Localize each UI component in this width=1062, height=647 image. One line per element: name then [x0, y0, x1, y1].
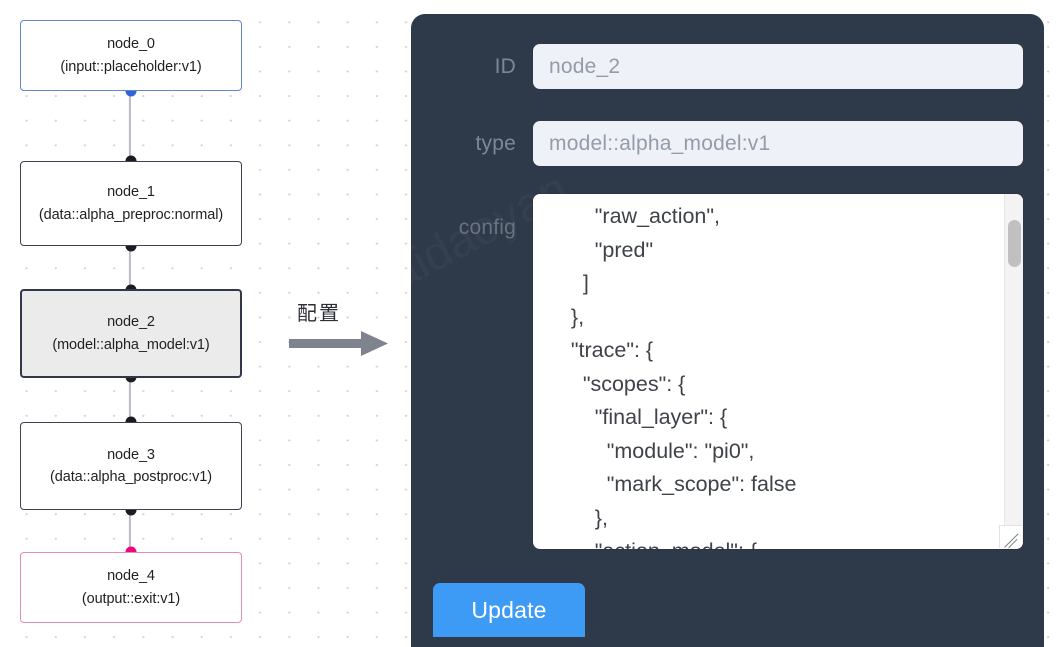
annotation-label: 配置	[297, 301, 341, 325]
arrow-right-icon	[289, 331, 388, 356]
port-node3-output[interactable]	[125, 504, 137, 516]
config-textarea-wrapper: "raw_action", "pred" ] }, "trace": { "sc…	[533, 194, 1023, 549]
node-title: node_1	[107, 184, 155, 201]
port-node0-output[interactable]	[125, 85, 137, 97]
graph-node-node_4[interactable]: node_4 (output::exit:v1)	[20, 552, 242, 623]
field-row-type: type	[411, 121, 1044, 166]
edge-node1-node2	[128, 245, 132, 290]
node-title: node_2	[107, 314, 155, 331]
edge-node0-node1	[128, 90, 132, 162]
graph-node-node_1[interactable]: node_1 (data::alpha_preproc:normal)	[20, 161, 242, 246]
node-config-panel: aidaoyan aidaoyan ID type config "raw_ac…	[411, 14, 1044, 647]
node-subtitle: (data::alpha_preproc:normal)	[38, 206, 224, 223]
config-field-label: config	[458, 216, 516, 239]
edge-node2-node3	[128, 377, 132, 423]
node-title: node_3	[107, 446, 155, 463]
node-title: node_0	[107, 36, 155, 53]
config-scrollbar-thumb[interactable]	[1008, 220, 1021, 267]
annotation-arrow-group: 配置	[289, 297, 393, 359]
config-scrollbar-track[interactable]	[1004, 194, 1023, 549]
textarea-resize-handle[interactable]	[999, 525, 1022, 548]
graph-node-node_0[interactable]: node_0 (input::placeholder:v1)	[20, 20, 242, 91]
type-field-label: type	[475, 131, 516, 155]
graph-node-node_3[interactable]: node_3 (data::alpha_postproc:v1)	[20, 422, 242, 510]
id-input[interactable]	[533, 44, 1023, 89]
node-title: node_4	[107, 568, 155, 585]
id-field-label: ID	[494, 54, 516, 78]
graph-node-node_2[interactable]: node_2 (model::alpha_model:v1)	[20, 289, 242, 378]
type-input[interactable]	[533, 121, 1023, 166]
config-textarea[interactable]: "raw_action", "pred" ] }, "trace": { "sc…	[533, 194, 1023, 549]
node-subtitle: (input::placeholder:v1)	[60, 58, 202, 75]
node-subtitle: (data::alpha_postproc:v1)	[50, 469, 212, 485]
port-node1-output[interactable]	[125, 240, 137, 252]
node-subtitle: (output::exit:v1)	[81, 590, 181, 607]
field-row-id: ID	[411, 44, 1044, 89]
update-button[interactable]: Update	[433, 583, 585, 637]
field-row-config: config "raw_action", "pred" ] }, "trace"…	[411, 194, 1044, 549]
edge-node3-node4	[128, 509, 132, 553]
node-subtitle: (model::alpha_model:v1)	[52, 336, 210, 353]
